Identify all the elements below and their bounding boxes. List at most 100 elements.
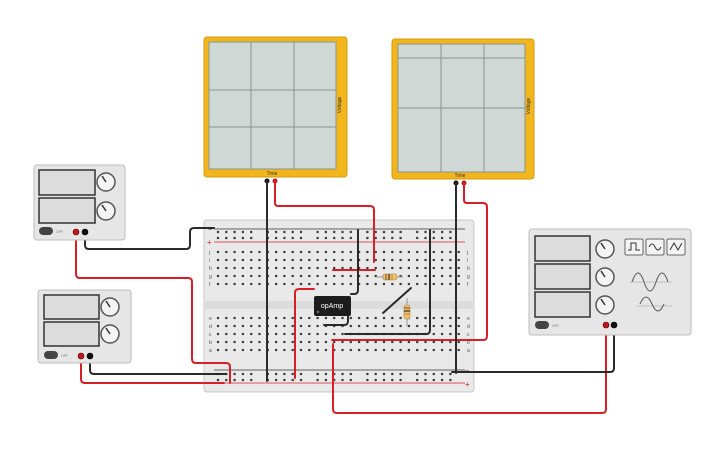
breadboard-hole[interactable]	[341, 230, 344, 234]
breadboard-hole[interactable]	[324, 258, 327, 262]
breadboard-hole[interactable]	[341, 266, 344, 270]
breadboard-hole[interactable]	[233, 378, 236, 382]
breadboard-hole[interactable]	[349, 282, 352, 286]
breadboard-hole[interactable]	[333, 282, 336, 286]
breadboard-hole[interactable]	[299, 282, 303, 286]
breadboard-hole[interactable]	[324, 348, 327, 352]
breadboard-hole[interactable]	[424, 378, 427, 382]
breadboard-hole[interactable]	[308, 274, 311, 278]
resistor-vertical[interactable]	[403, 298, 411, 326]
breadboard-hole[interactable]	[258, 324, 261, 328]
breadboard-hole[interactable]	[291, 274, 294, 278]
breadboard-hole[interactable]	[299, 340, 303, 344]
breadboard-hole[interactable]	[233, 372, 236, 376]
breadboard-hole[interactable]	[225, 332, 228, 336]
breadboard-hole[interactable]	[225, 378, 228, 382]
breadboard-hole[interactable]	[333, 348, 336, 352]
breadboard-hole[interactable]	[233, 348, 236, 352]
breadboard-hole[interactable]	[366, 236, 369, 240]
breadboard-hole[interactable]	[416, 274, 419, 278]
breadboard-hole[interactable]	[441, 378, 444, 382]
breadboard-hole[interactable]	[366, 258, 369, 262]
breadboard-hole[interactable]	[225, 250, 228, 254]
breadboard-hole[interactable]	[349, 250, 352, 254]
breadboard-hole[interactable]	[275, 266, 278, 270]
breadboard-hole[interactable]	[250, 332, 253, 336]
breadboard-hole[interactable]	[308, 348, 311, 352]
function-generator-switch[interactable]	[535, 321, 549, 329]
breadboard-hole[interactable]	[216, 266, 220, 270]
breadboard-hole[interactable]	[391, 316, 394, 320]
breadboard-hole[interactable]	[399, 372, 402, 376]
breadboard-hole[interactable]	[316, 258, 319, 262]
breadboard-hole[interactable]	[225, 236, 228, 240]
power-supply-1-switch[interactable]	[39, 227, 53, 235]
breadboard-hole[interactable]	[449, 236, 452, 240]
breadboard-hole[interactable]	[374, 340, 377, 344]
breadboard-hole[interactable]	[441, 274, 444, 278]
breadboard-hole[interactable]	[275, 230, 278, 234]
breadboard-hole[interactable]	[441, 230, 444, 234]
breadboard-hole[interactable]	[258, 266, 261, 270]
breadboard-hole[interactable]	[391, 324, 394, 328]
breadboard-hole[interactable]	[416, 236, 419, 240]
breadboard-hole[interactable]	[225, 230, 228, 234]
breadboard-hole[interactable]	[324, 266, 327, 270]
breadboard-hole[interactable]	[424, 250, 427, 254]
breadboard-hole[interactable]	[291, 230, 294, 234]
breadboard-hole[interactable]	[283, 258, 286, 262]
op-amp-chip[interactable]: opAmp	[314, 296, 351, 316]
breadboard-hole[interactable]	[225, 316, 228, 320]
breadboard-hole[interactable]	[308, 266, 311, 270]
breadboard-hole[interactable]	[374, 348, 377, 352]
breadboard-hole[interactable]	[275, 274, 278, 278]
breadboard-hole[interactable]	[250, 274, 253, 278]
breadboard-hole[interactable]	[366, 372, 369, 376]
breadboard-hole[interactable]	[308, 316, 311, 320]
breadboard-hole[interactable]	[407, 250, 410, 254]
breadboard-hole[interactable]	[316, 372, 319, 376]
breadboard-hole[interactable]	[349, 348, 352, 352]
breadboard-hole[interactable]	[441, 316, 444, 320]
breadboard-hole[interactable]	[299, 378, 303, 382]
breadboard-hole[interactable]	[349, 258, 352, 262]
breadboard-hole[interactable]	[432, 282, 435, 286]
breadboard-hole[interactable]	[391, 282, 394, 286]
oscilloscope-1[interactable]: Time Voltage	[203, 36, 348, 184]
wire-psu1-pos[interactable]	[75, 231, 231, 384]
breadboard-hole[interactable]	[316, 340, 319, 344]
breadboard-hole[interactable]	[233, 230, 236, 234]
breadboard-hole[interactable]	[374, 378, 377, 382]
breadboard-hole[interactable]	[366, 378, 369, 382]
breadboard-hole[interactable]	[216, 282, 220, 286]
breadboard-hole[interactable]	[275, 236, 278, 240]
breadboard-hole[interactable]	[241, 230, 244, 234]
breadboard-hole[interactable]	[374, 250, 377, 254]
breadboard-hole[interactable]	[391, 236, 394, 240]
breadboard-hole[interactable]	[457, 348, 460, 352]
breadboard-hole[interactable]	[283, 236, 286, 240]
breadboard-hole[interactable]	[449, 250, 452, 254]
breadboard-hole[interactable]	[366, 340, 369, 344]
breadboard-hole[interactable]	[349, 378, 352, 382]
breadboard-hole[interactable]	[291, 378, 294, 382]
breadboard-hole[interactable]	[399, 282, 402, 286]
breadboard-hole[interactable]	[241, 266, 244, 270]
breadboard-hole[interactable]	[432, 340, 435, 344]
breadboard-hole[interactable]	[258, 340, 261, 344]
breadboard-hole[interactable]	[258, 250, 261, 254]
breadboard-hole[interactable]	[250, 266, 253, 270]
breadboard-hole[interactable]	[441, 258, 444, 262]
breadboard-hole[interactable]	[258, 332, 261, 336]
breadboard-hole[interactable]	[258, 258, 261, 262]
breadboard-hole[interactable]	[399, 258, 402, 262]
breadboard-hole[interactable]	[283, 332, 286, 336]
breadboard-hole[interactable]	[374, 236, 377, 240]
breadboard-hole[interactable]	[358, 316, 361, 320]
breadboard-hole[interactable]	[333, 274, 336, 278]
breadboard-hole[interactable]	[424, 340, 427, 344]
breadboard-hole[interactable]	[324, 378, 327, 382]
breadboard-hole[interactable]	[457, 324, 460, 328]
breadboard-hole[interactable]	[299, 250, 303, 254]
breadboard-hole[interactable]	[358, 340, 361, 344]
